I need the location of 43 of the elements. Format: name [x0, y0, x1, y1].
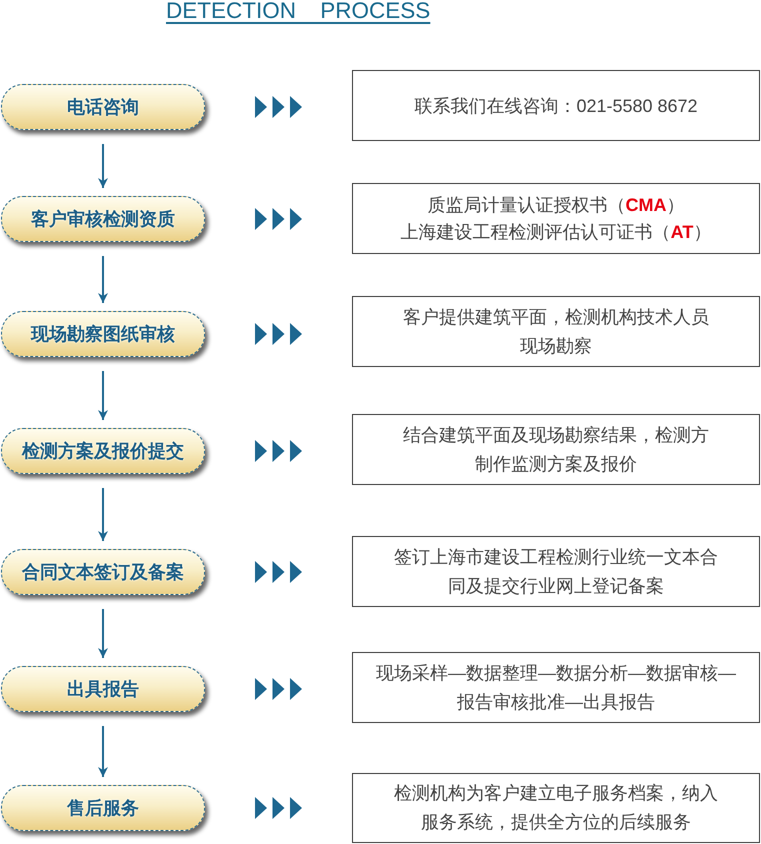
- description-box: [352, 773, 760, 843]
- description-text: 联系我们在线咨询：021-5580 8672: [414, 94, 698, 118]
- description-box: [352, 70, 760, 141]
- description-text: 上海建设工程检测评估认可证书（AT）: [400, 220, 712, 244]
- description-text: 检测机构为客户建立电子服务档案，纳入服务系统，提供全方位的后续服务: [393, 782, 719, 834]
- process-step: [1, 666, 205, 712]
- chevron-arrow: [255, 208, 302, 230]
- description-text: 结合建筑平面及现场勘察结果，检测方制作监测方案及报价: [402, 424, 710, 476]
- process-step: [1, 196, 205, 242]
- description-text: 质监局计量认证授权书（CMA）: [428, 194, 684, 216]
- chevron-arrow: [255, 678, 302, 700]
- arrow: [98, 488, 108, 541]
- step-label: 客户审核检测资质: [31, 208, 175, 230]
- process-step: [1, 428, 205, 474]
- title: DETECTION PROCESS: [166, 0, 430, 21]
- process-step: [1, 311, 205, 357]
- chevron-arrow: [255, 96, 302, 118]
- description-box: [352, 183, 760, 254]
- description-text: 现场采样—数据整理—数据分析—数据审核—报告审核批准—出具报告: [375, 662, 737, 714]
- description-box: [352, 296, 760, 367]
- step-label: 检测方案及报价提交: [22, 440, 184, 462]
- arrow: [98, 726, 108, 777]
- process-step: [1, 84, 205, 130]
- description-text: 客户提供建筑平面，检测机构技术人员现场勘察: [402, 306, 710, 358]
- chevron-arrow: [255, 561, 302, 583]
- process-step: [1, 549, 205, 595]
- step-label: 电话咨询: [67, 96, 139, 118]
- description-box: [352, 652, 760, 723]
- step-label: 出具报告: [67, 678, 139, 700]
- description-box: [352, 414, 760, 485]
- step-label: 售后服务: [67, 797, 139, 819]
- process-step: [1, 785, 205, 831]
- description-text: 签订上海市建设工程检测行业统一文本合同及提交行业网上登记备案: [393, 546, 719, 598]
- arrow: [98, 609, 108, 658]
- arrow: [98, 371, 108, 420]
- chevron-arrow: [255, 797, 302, 819]
- step-label: 现场勘察图纸审核: [31, 323, 175, 345]
- chevron-arrow: [255, 323, 302, 345]
- step-label: 合同文本签订及备案: [22, 561, 184, 583]
- chevron-arrow: [255, 440, 302, 462]
- arrow: [98, 144, 108, 188]
- description-box: [352, 536, 760, 607]
- arrow: [98, 256, 108, 303]
